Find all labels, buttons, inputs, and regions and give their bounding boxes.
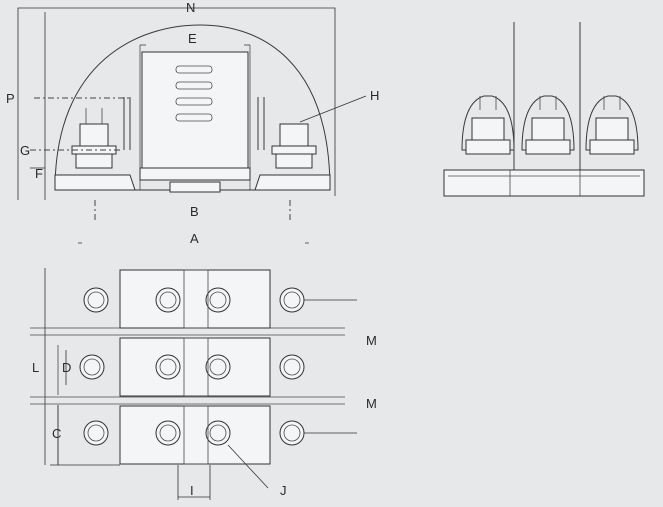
label-E: E	[188, 31, 197, 46]
side-view	[443, 22, 645, 197]
label-M-lower: M	[366, 396, 377, 411]
label-A: A	[190, 231, 199, 246]
label-L: L	[32, 360, 39, 375]
row-3	[83, 405, 305, 465]
row-1	[83, 269, 305, 329]
label-N: N	[186, 0, 195, 15]
label-G: G	[20, 143, 30, 158]
label-J: J	[280, 483, 287, 498]
label-I: I	[190, 483, 194, 498]
label-B: B	[190, 204, 199, 219]
label-C: C	[52, 426, 61, 441]
label-P: P	[6, 91, 15, 106]
top-view	[30, 268, 357, 500]
label-M-upper: M	[366, 333, 377, 348]
pole-head-3	[585, 95, 639, 155]
pole-head-2	[521, 95, 575, 155]
pole-head-1	[461, 95, 515, 155]
label-H: H	[370, 88, 379, 103]
left-terminal-nut	[79, 123, 109, 147]
label-D: D	[62, 360, 71, 375]
row-2	[79, 337, 305, 397]
fuse-body	[141, 51, 249, 171]
right-terminal-nut	[279, 123, 309, 147]
label-F: F	[35, 166, 43, 181]
front-view	[17, 7, 367, 244]
